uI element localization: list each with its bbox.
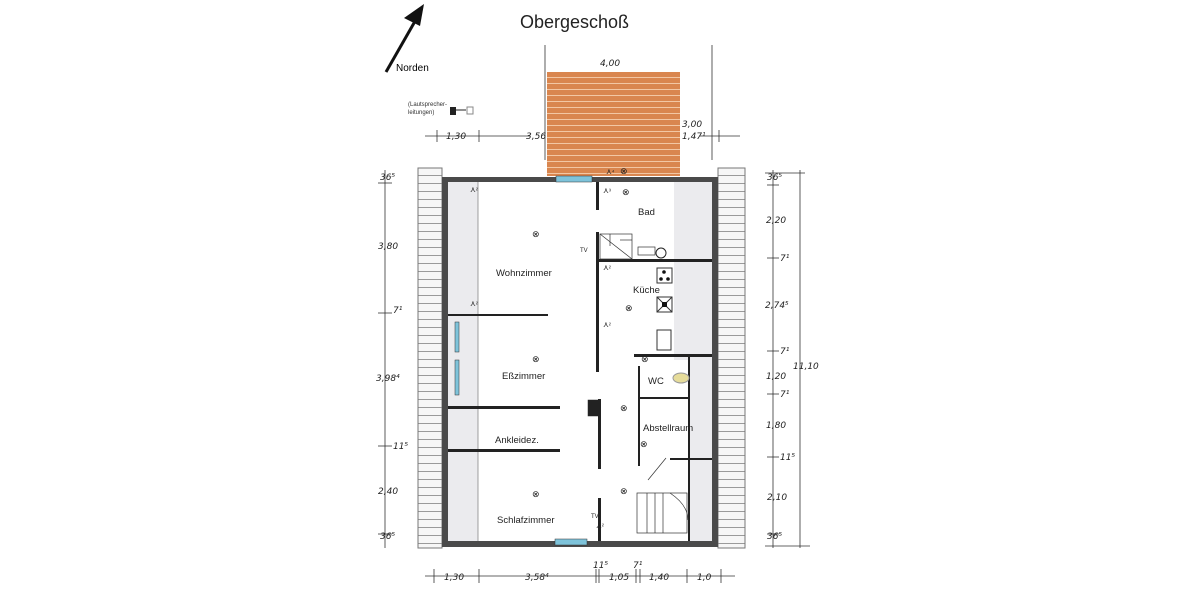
bottom-dimension-line — [425, 569, 735, 583]
speaker-cable-icon — [450, 106, 474, 115]
left-roof-wall — [417, 167, 443, 549]
window-left-1 — [454, 321, 460, 353]
north-arrow-icon — [384, 4, 424, 73]
svg-text:⊗: ⊗ — [532, 229, 540, 239]
bathroom-stairs-icon — [599, 233, 633, 260]
svg-text:TV: TV — [591, 514, 599, 520]
sink-icon — [637, 246, 656, 256]
window-bottom — [554, 538, 588, 546]
fridge-icon — [656, 329, 672, 351]
svg-text:⋏³: ⋏³ — [603, 186, 611, 195]
svg-text:⊗: ⊗ — [532, 354, 540, 364]
room-ankleidezimmer: Ankleidez. — [495, 435, 539, 446]
balcony-width-label: 4,00 — [600, 59, 620, 69]
room-schlafzimmer: Schlafzimmer — [497, 515, 555, 526]
right-roof-wall — [717, 167, 746, 549]
dim-bottom-5: 7¹ — [633, 561, 643, 571]
dim-right-10: 2,10 — [767, 493, 787, 503]
dim-left-1: 36⁵ — [380, 173, 395, 183]
legend-line1: (Lautsprecher- — [408, 102, 447, 108]
dim-left-2: 3,80 — [378, 242, 398, 252]
dim-bottom-2: 3,58⁴ — [525, 573, 549, 583]
window-left-2 — [454, 359, 460, 396]
left-dimension-line — [378, 170, 392, 548]
dim-right-5: 7¹ — [780, 347, 790, 357]
sink-kitchen-icon — [656, 296, 673, 313]
toilet-bad-icon — [655, 247, 667, 259]
dim-right-1: 36⁵ — [767, 173, 782, 183]
balcony — [547, 72, 680, 176]
svg-text:⋏²: ⋏² — [596, 521, 604, 530]
outlet-icons: ⋏² ⋏² ⋏³ ⋏² ⋏² ⋏⁴ ⋏² TV TV — [470, 167, 615, 530]
ceiling-light-icons: ⊗ ⊗ ⊗ ⊗ ⊗ ⊗ ⊗ ⊗ ⊗ ⊗ — [532, 166, 649, 499]
svg-text:⊗: ⊗ — [640, 439, 648, 449]
svg-text:⋏⁴: ⋏⁴ — [606, 167, 615, 176]
svg-text:⋏²: ⋏² — [603, 263, 611, 272]
dim-bottom-1: 1,30 — [444, 573, 464, 583]
north-label: Norden — [396, 63, 429, 74]
dim-left-3: 7¹ — [393, 306, 403, 316]
dim-left-7: 36⁵ — [380, 532, 395, 542]
dim-top-2: 3,56 — [526, 132, 546, 142]
dim-bottom-3: 11⁵ — [593, 561, 608, 571]
dim-right-2: 2,20 — [766, 216, 786, 226]
room-esszimmer: Eßzimmer — [502, 371, 545, 382]
dim-right-7: 7¹ — [780, 390, 790, 400]
dim-right-4: 2,74⁵ — [765, 301, 789, 311]
window-top — [555, 175, 593, 183]
svg-text:⋏²: ⋏² — [603, 320, 611, 329]
dim-top-3: 1,47¹ — [682, 132, 706, 142]
dim-right-9: 11⁵ — [780, 453, 795, 463]
svg-text:⊗: ⊗ — [620, 486, 628, 496]
svg-text:⊗: ⊗ — [620, 403, 628, 413]
dim-right-total: 11,10 — [793, 362, 819, 372]
svg-text:⊗: ⊗ — [641, 354, 649, 364]
stove-icon — [656, 267, 673, 284]
dim-right-6: 1,20 — [766, 372, 786, 382]
dim-right-11: 36⁵ — [767, 532, 782, 542]
dim-right-3: 7¹ — [780, 254, 790, 264]
room-abstellraum: Abstellraum — [643, 423, 693, 434]
room-kueche: Küche — [633, 285, 660, 296]
svg-text:⊗: ⊗ — [625, 303, 633, 313]
dim-left-6: 2,40 — [378, 487, 398, 497]
right-knee-wall-upper — [674, 182, 712, 360]
room-wc: WC — [648, 376, 664, 387]
left-knee-wall — [448, 182, 478, 541]
floor-area — [448, 182, 712, 541]
page-title: Obergeschoß — [520, 12, 629, 32]
dim-left-5: 11⁵ — [393, 442, 408, 452]
interior-walls — [448, 182, 712, 541]
legend-line2: leitungen) — [408, 110, 434, 116]
dim-bottom-6: 1,40 — [649, 573, 669, 583]
dim-right-8: 1,80 — [766, 421, 786, 431]
staircase-icon — [636, 457, 689, 534]
right-knee-wall-lower — [688, 360, 712, 541]
right-dimension-line — [765, 170, 810, 548]
svg-text:⊗: ⊗ — [532, 489, 540, 499]
svg-text:⋏²: ⋏² — [470, 185, 478, 194]
dim-bottom-4: 1,05 — [609, 573, 629, 583]
dim-top-1: 1,30 — [446, 132, 466, 142]
room-wohnzimmer: Wohnzimmer — [496, 268, 552, 279]
top-dimension-line — [425, 130, 740, 142]
dim-bottom-7: 1,0 — [697, 573, 712, 583]
balcony-depth-label: 3,00 — [682, 120, 702, 130]
svg-text:⊗: ⊗ — [620, 166, 628, 176]
room-bad: Bad — [638, 207, 655, 218]
dim-left-4: 3,98⁴ — [376, 374, 400, 384]
wc-toilet-icon — [672, 372, 690, 384]
svg-text:TV: TV — [580, 248, 588, 254]
svg-text:⊗: ⊗ — [622, 187, 630, 197]
svg-text:⋏²: ⋏² — [470, 299, 478, 308]
